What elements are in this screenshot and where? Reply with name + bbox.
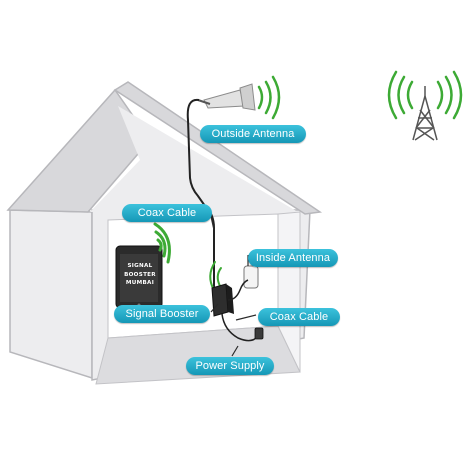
tablet-line-3: MUMBAI bbox=[125, 280, 155, 287]
power-supply-label: Power Supply bbox=[186, 357, 274, 375]
tablet-wave-icon bbox=[153, 222, 171, 264]
coax-cable-top-label: Coax Cable bbox=[122, 204, 212, 222]
power-adapter-icon bbox=[254, 327, 264, 340]
inside-antenna-label: Inside Antenna bbox=[248, 249, 338, 267]
tablet-screen-text: SIGNAL BOOSTER MUMBAI bbox=[122, 262, 158, 288]
house-gable bbox=[90, 106, 298, 212]
cell-tower-icon bbox=[412, 86, 438, 141]
house-left-wall bbox=[9, 209, 93, 380]
tablet-line-2: BOOSTER bbox=[124, 271, 156, 278]
tablet-icon bbox=[115, 245, 163, 309]
inside-antenna-icon bbox=[243, 265, 259, 289]
coax-cable-inside bbox=[227, 279, 249, 301]
booster-device-icon bbox=[211, 283, 234, 317]
outside-antenna-label: Outside Antenna bbox=[200, 125, 306, 143]
coax-cable-outside bbox=[186, 98, 215, 290]
tower-wave-icon bbox=[387, 70, 463, 120]
signal-wave-icon bbox=[257, 75, 281, 120]
tablet-line-1: SIGNAL bbox=[127, 263, 153, 269]
coax-cable-right-label: Coax Cable bbox=[258, 308, 340, 326]
house-roof-right bbox=[113, 81, 323, 215]
signal-booster-label: Signal Booster bbox=[114, 305, 210, 323]
outside-antenna-icon bbox=[197, 83, 256, 111]
